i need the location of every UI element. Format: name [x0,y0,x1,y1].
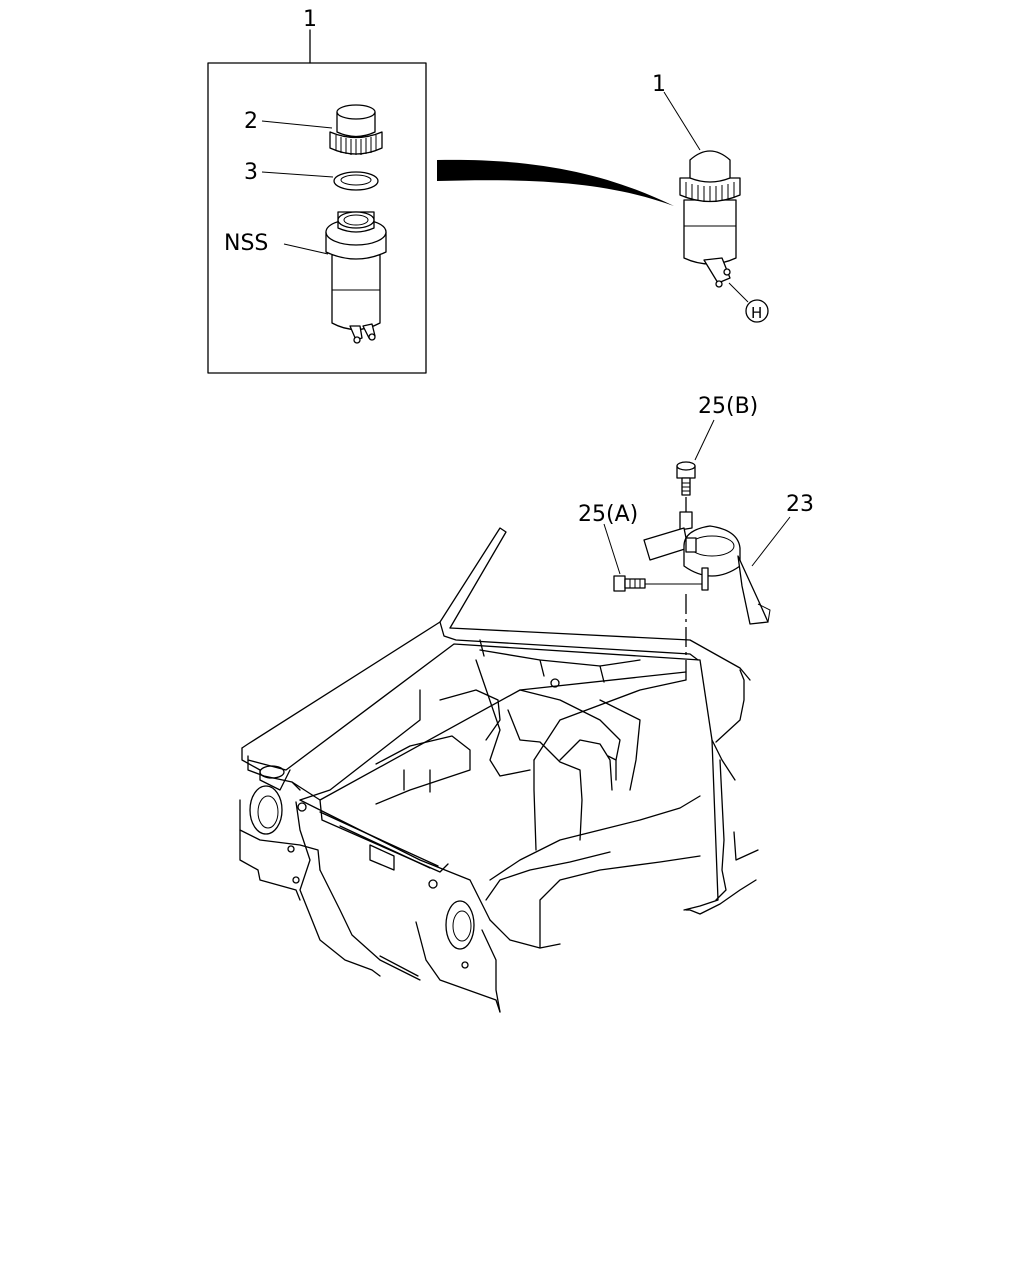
callout-connector-ref: H [751,304,762,322]
callout-assembly-installed: 1 [652,72,666,97]
vehicle-front-body-icon [239,527,759,1013]
callout-nss: NSS [224,231,268,256]
callout-bolt-a: 25(A) [578,502,638,527]
arrow-icon [437,159,674,206]
bracket-icon [643,511,771,625]
callout-gasket: 3 [244,160,258,185]
bolt-icon [613,575,646,592]
bolt-icon [676,461,696,496]
cap-icon [329,104,383,155]
reservoir-icon [679,150,741,288]
callout-bolt-b: 25(B) [698,394,758,419]
gasket-icon [333,171,379,191]
exploded-view-box [207,29,427,374]
reservoir-icon [325,211,387,344]
connector-ref-circle [745,299,769,323]
callout-bracket: 23 [786,492,814,517]
callout-cap: 2 [244,109,258,134]
callout-assembly-top: 1 [303,7,317,32]
